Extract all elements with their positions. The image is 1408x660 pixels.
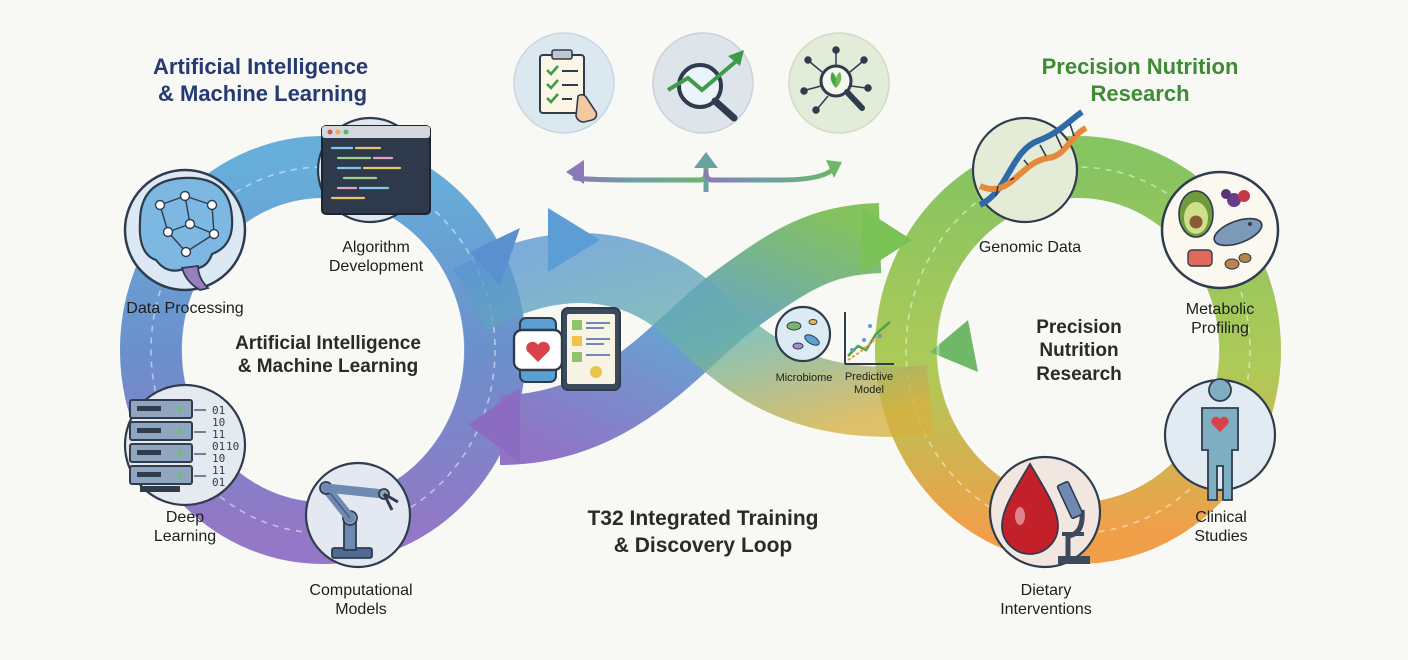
arrow-head-top-left — [548, 208, 600, 272]
binary-digits-7: 10 — [226, 440, 239, 453]
arrow-head-right-down — [930, 320, 978, 372]
tablet-report-icon — [561, 307, 621, 391]
plant-network-icon — [788, 32, 890, 134]
trend-magnifier-icon — [652, 32, 754, 134]
label-clinical-line1: Clinical — [1195, 509, 1247, 526]
right-center-line1: Precision — [1036, 317, 1122, 338]
robot-arm-icon — [304, 461, 412, 569]
binary-digits-2: 11 — [212, 428, 225, 441]
label-predictive-line2: Model — [854, 384, 884, 396]
binary-digits-5: 11 — [212, 464, 225, 477]
binary-digits-1: 10 — [212, 416, 225, 429]
blood-drop-microscope-icon — [988, 455, 1102, 569]
brain-network-icon — [123, 168, 247, 292]
label-computational-line1: Computational — [309, 582, 412, 599]
label-microbiome: Microbiome — [776, 372, 833, 384]
checklist-clipboard-icon — [513, 32, 615, 134]
right-heading-line2: Research — [1090, 81, 1189, 106]
label-dietary-line1: Dietary — [1021, 582, 1072, 599]
left-heading-line1: Artificial Intelligence — [153, 54, 368, 79]
arrow-head-lower-left — [468, 388, 520, 462]
label-metabolic-line1: Metabolic — [1186, 301, 1254, 318]
label-algorithm-line2: Development — [329, 258, 424, 275]
label-clinical-line2: Studies — [1194, 528, 1247, 545]
label-algorithm-line1: Algorithm — [342, 239, 410, 256]
code-window-icon — [316, 116, 431, 224]
bottom-center-line1: T32 Integrated Training — [587, 507, 818, 530]
top-brace-arrows — [566, 152, 842, 192]
arrow-head-top-right — [862, 208, 912, 272]
label-genomic-data: Genomic Data — [979, 239, 1081, 256]
binary-digits-3: 01 — [212, 440, 225, 453]
right-center-line3: Research — [1036, 364, 1122, 385]
dna-helix-icon — [971, 109, 1088, 224]
binary-digits-4: 10 — [212, 452, 225, 465]
right-center-line2: Nutrition — [1039, 340, 1118, 361]
right-heading-line1: Precision Nutrition — [1042, 54, 1239, 79]
label-data-processing: Data Processing — [126, 300, 243, 317]
microbiome-petri-icon — [774, 305, 832, 363]
label-deep-learning-line1: Deep — [166, 509, 204, 526]
label-deep-learning-line2: Learning — [154, 528, 216, 545]
label-metabolic-line2: Profiling — [1191, 320, 1249, 337]
human-heart-icon — [1163, 378, 1277, 501]
left-center-line2: & Machine Learning — [238, 356, 419, 377]
left-heading-line2: & Machine Learning — [158, 81, 367, 106]
label-dietary-line2: Interventions — [1000, 601, 1092, 618]
food-plate-icon — [1160, 170, 1280, 290]
arrow-head-mid-left — [470, 228, 520, 286]
left-center-line1: Artificial Intelligence — [235, 333, 421, 354]
server-rack-icon — [123, 383, 247, 507]
binary-digits-0: 01 — [212, 404, 225, 417]
crossing-band-down — [453, 233, 934, 437]
label-predictive-line1: Predictive — [845, 371, 893, 383]
bottom-center-line2: & Discovery Loop — [614, 534, 793, 557]
binary-digits-6: 01 — [212, 476, 225, 489]
predictive-chart-icon — [844, 312, 894, 365]
label-computational-line2: Models — [335, 601, 387, 618]
smartwatch-heart-icon — [512, 317, 564, 383]
